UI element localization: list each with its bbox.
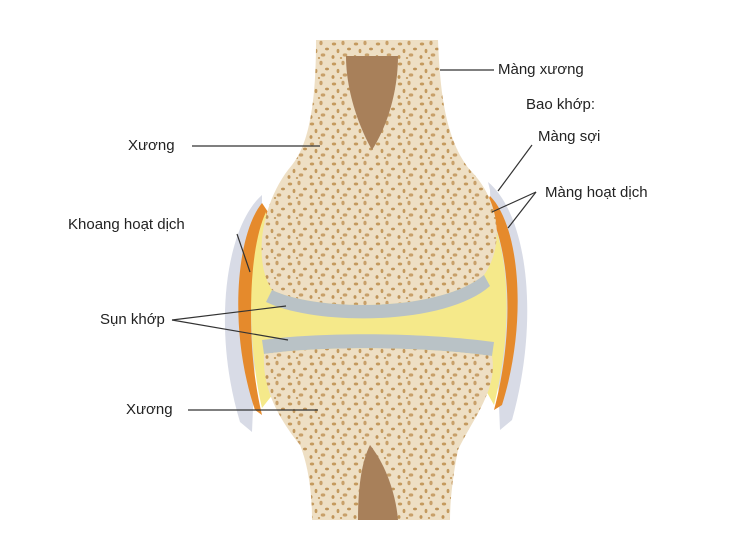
synovial-membrane-right [486, 196, 518, 410]
label-bone-upper: Xương [128, 137, 175, 154]
synovial-membrane-left [238, 203, 268, 415]
leader-synovial-a [491, 191, 537, 213]
leader-synovial-b [507, 191, 537, 229]
leader-lines [171, 69, 537, 411]
lower-cartilage [262, 334, 494, 356]
leader-fibrous-membrane [497, 144, 533, 192]
leader-cartilage-a [171, 305, 287, 321]
lower-bone-marrow [358, 445, 398, 520]
upper-cartilage [266, 275, 490, 319]
label-articular-cartilage: Sụn khớp [100, 311, 165, 328]
leader-cavity [236, 233, 251, 273]
label-synovial-cavity: Khoang hoạt dịch [68, 216, 185, 233]
label-periosteum: Màng xương [498, 61, 584, 78]
label-bone-lower: Xương [126, 401, 173, 418]
label-capsule-heading: Bao khớp: [526, 96, 596, 113]
leader-cartilage-b [171, 319, 289, 341]
label-synovial-membrane: Màng hoạt dịch [545, 184, 648, 201]
lower-bone [263, 348, 493, 520]
label-fibrous-membrane: Màng sợi [538, 128, 601, 145]
upper-bone-marrow [346, 56, 398, 150]
upper-bone [261, 40, 497, 305]
